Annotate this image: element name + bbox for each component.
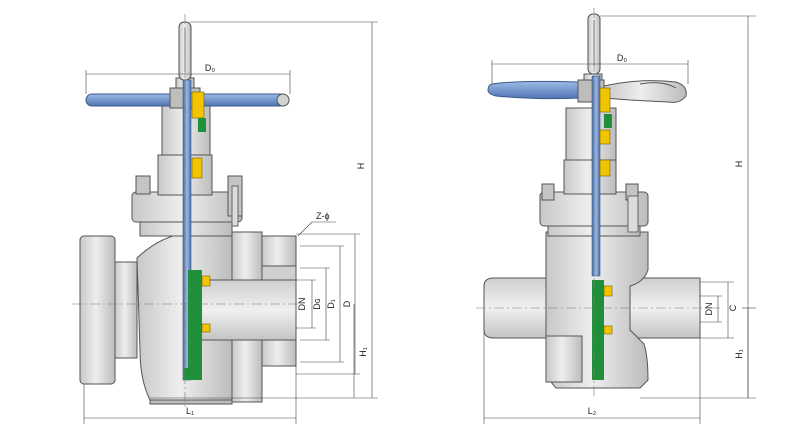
flanged-gate-valve: D₀ H H₁ L₁ Z-ϕ DN Dɢ D₁ D (72, 14, 378, 424)
welded-gate-valve: D₀ H H₁ C DN L₂ (476, 8, 756, 424)
dim-h1-label: H₁ (734, 349, 744, 359)
dim-h1-label: H₁ (358, 347, 368, 357)
center-lines (72, 14, 300, 408)
dimension-lines (83, 21, 378, 424)
dimension-lines (483, 15, 756, 424)
seal-rings (184, 91, 211, 380)
dim-d0-label: D₀ (617, 53, 627, 63)
dim-h-label: H (734, 161, 744, 168)
dim-d0-label: D₀ (205, 63, 215, 73)
dim-d1-label: D₁ (326, 299, 336, 309)
seal-rings (592, 87, 613, 380)
center-lines (476, 8, 720, 398)
dim-dg-label: Dɢ (312, 298, 322, 310)
dim-z-phi-label: Z-ϕ (316, 211, 330, 221)
dim-dn-label: DN (704, 303, 714, 316)
dim-l2-label: L₂ (588, 406, 597, 416)
dim-d-label: D (342, 300, 352, 307)
handwheel-lever (487, 79, 687, 103)
valve-stem (591, 75, 601, 277)
dim-h-label: H (356, 163, 366, 170)
dim-dn-label: DN (297, 298, 307, 311)
dim-l1-label: L₁ (186, 406, 194, 416)
dim-c-label: C (728, 304, 738, 311)
